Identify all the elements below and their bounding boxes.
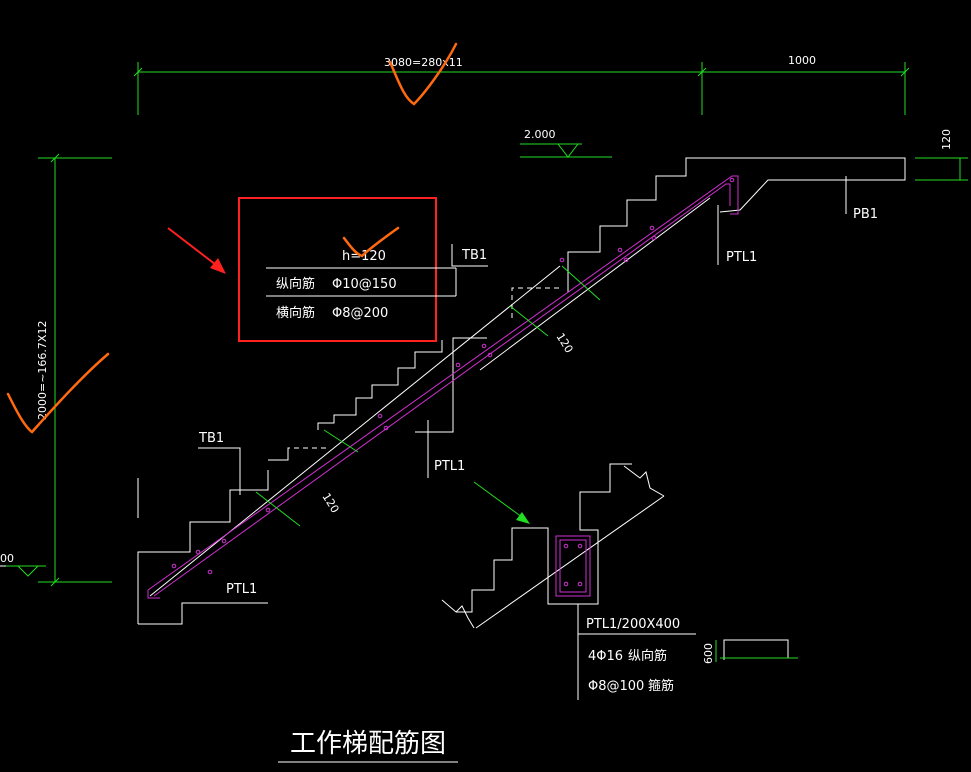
pb1-label: PB1 bbox=[853, 207, 878, 222]
upper-level-marker bbox=[520, 143, 612, 158]
highlight-box bbox=[238, 197, 437, 342]
slab-thickness-dimension bbox=[845, 157, 968, 214]
waist-dimensions bbox=[255, 265, 601, 527]
ptl1-mid-label: PTL1 bbox=[434, 459, 465, 474]
beam-longitudinal-value: 4Φ16 bbox=[588, 649, 623, 664]
rebar-lines bbox=[147, 175, 739, 599]
rebar-row1-name: 纵向筋 bbox=[276, 276, 315, 292]
top-run-dimension: 3080=280x11 bbox=[384, 56, 463, 69]
drawing-title: 工作梯配筋图 bbox=[290, 729, 446, 759]
top-dimension bbox=[133, 62, 910, 115]
tb1-upper-label: TB1 bbox=[461, 248, 487, 263]
ptl1-lower-label: PTL1 bbox=[226, 582, 257, 597]
level-upper: 2.000 bbox=[524, 128, 556, 141]
detail-600-marker bbox=[715, 639, 798, 662]
stair-outline bbox=[137, 157, 906, 625]
markup-check-top bbox=[388, 42, 458, 106]
tb1-lower-label: TB1 bbox=[198, 431, 224, 446]
beam-stirrup-name: 箍筋 bbox=[648, 678, 674, 694]
waist-upper-dimension: 120 bbox=[553, 331, 575, 356]
height-dimension bbox=[38, 153, 112, 587]
beam-stirrup-value: Φ8@100 bbox=[588, 679, 644, 694]
rebar-row1-value: Φ10@150 bbox=[332, 277, 397, 292]
rebar-h: h=120 bbox=[342, 249, 386, 264]
beam-detail-title: PTL1/200X400 bbox=[586, 617, 680, 632]
tb1-lower-leader bbox=[198, 447, 241, 495]
beam-detail bbox=[441, 463, 696, 700]
red-arrow bbox=[167, 227, 226, 274]
markup-check-box bbox=[342, 226, 400, 258]
lower-level-marker bbox=[0, 565, 46, 577]
tb1-upper-leader bbox=[451, 244, 488, 267]
waist-lower-dimension: 120 bbox=[319, 491, 341, 516]
level-lower: 00 bbox=[0, 552, 14, 565]
rebar-table bbox=[266, 267, 457, 297]
markup-check-left bbox=[6, 352, 110, 434]
slab-thickness: 120 bbox=[940, 129, 953, 150]
beam-longitudinal-name: 纵向筋 bbox=[628, 648, 667, 664]
height-total-dimension: 2000=~166.7X12 bbox=[36, 321, 49, 420]
rebar-row2-name: 横向筋 bbox=[276, 305, 315, 321]
rebar-row2-value: Φ8@200 bbox=[332, 306, 388, 321]
detail-600-dimension: 600 bbox=[702, 643, 715, 664]
ptl1-upper-label: PTL1 bbox=[726, 250, 757, 265]
top-landing-dimension: 1000 bbox=[788, 54, 816, 67]
